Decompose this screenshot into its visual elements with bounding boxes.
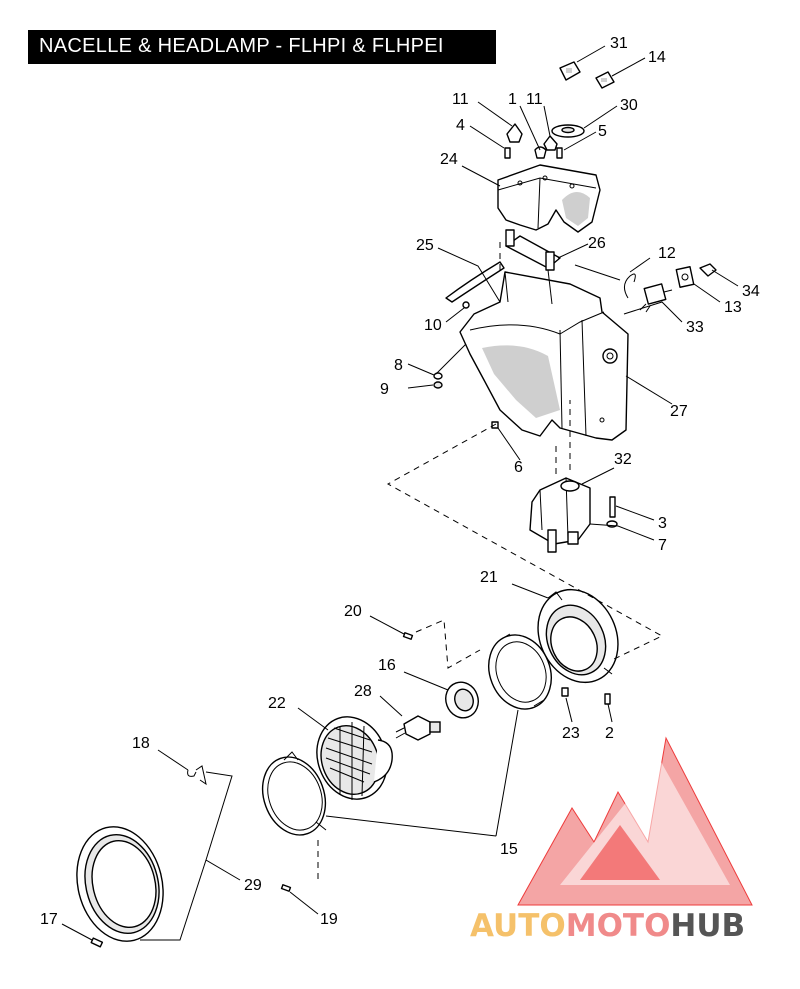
- part-9-nut: [433, 381, 443, 389]
- callout-1: 1: [508, 91, 517, 108]
- part-2-screw: [604, 693, 611, 705]
- part-5-screw: [556, 147, 563, 159]
- callout-22: 22: [268, 695, 286, 712]
- part-19-screw: [280, 884, 292, 892]
- part-11-nut-right: [543, 135, 558, 151]
- part-12-clip: [624, 273, 636, 299]
- part-17-screw: [90, 937, 104, 948]
- callout-3: 3: [658, 515, 667, 532]
- svg-text:AUTOMOTOHUB: AUTOMOTOHUB: [470, 908, 745, 944]
- part-26-bracket: [505, 229, 561, 271]
- callout-16: 16: [378, 657, 396, 674]
- callout-14: 14: [648, 49, 666, 66]
- callout-13: 13: [724, 299, 742, 316]
- part-27-nacelle-body: [459, 269, 629, 441]
- watermark-hub: HUB: [670, 908, 745, 944]
- part-15-trim-ring: [261, 751, 327, 836]
- part-15-retaining-ring: [488, 633, 552, 710]
- callout-24: 24: [440, 151, 458, 168]
- callout-23: 23: [562, 725, 580, 742]
- part-22-headlamp: [316, 716, 393, 800]
- callout-6: 6: [514, 459, 523, 476]
- part-4-screw: [504, 147, 511, 159]
- callout-27: 27: [670, 403, 688, 420]
- callout-29: 29: [244, 877, 262, 894]
- callout-7: 7: [658, 537, 667, 554]
- callout-25: 25: [416, 237, 434, 254]
- part-23-screw: [561, 687, 569, 697]
- part-1-knob: [534, 146, 547, 159]
- part-31-clip: [559, 61, 581, 81]
- part-24-upper-housing: [497, 164, 601, 233]
- callout-18: 18: [132, 735, 150, 752]
- leader-lines: [61, 45, 739, 941]
- part-30-grommet: [551, 124, 585, 138]
- callout-9: 9: [380, 381, 389, 398]
- callout-12: 12: [658, 245, 676, 262]
- callout-21: 21: [480, 569, 498, 586]
- callout-10: 10: [424, 317, 442, 334]
- callout-numbers: 31 14 30 11 1 11 4 5 24 12 25 26 34 13 1…: [40, 35, 760, 928]
- callout-15: 15: [500, 841, 518, 858]
- part-8-washer: [433, 372, 443, 380]
- callout-28: 28: [354, 683, 372, 700]
- part-21-mounting-ring: [537, 588, 619, 684]
- callout-5: 5: [598, 123, 607, 140]
- part-10-nut: [462, 301, 470, 309]
- part-25-trim-strip: [445, 261, 505, 303]
- part-13-plate: [675, 266, 695, 288]
- callout-4: 4: [456, 117, 465, 134]
- part-20-screw: [402, 632, 414, 640]
- callout-11-right: 11: [526, 91, 543, 108]
- part-34-nut: [699, 263, 717, 277]
- callout-11-left: 11: [452, 91, 469, 108]
- part-32-mount-bracket: [529, 477, 591, 553]
- diagram-title: NACELLE & HEADLAMP - FLHPI & FLHPEI: [39, 35, 444, 57]
- watermark-logo: [517, 736, 753, 906]
- callout-34: 34: [742, 283, 760, 300]
- watermark-text: AUTOMOTOHUB: [470, 908, 745, 944]
- title-bar: NACELLE & HEADLAMP - FLHPI & FLHPEI: [28, 30, 496, 64]
- callout-19: 19: [320, 911, 338, 928]
- part-16-bulb-retainer: [445, 681, 479, 719]
- watermark-moto: MOTO: [566, 908, 671, 944]
- part-14-clip: [595, 71, 615, 89]
- part-18-clip: [187, 765, 207, 786]
- callout-26: 26: [588, 235, 606, 252]
- part-28-bulb: [395, 715, 441, 741]
- part-11-nut-left: [506, 123, 523, 143]
- callout-30: 30: [620, 97, 638, 114]
- watermark-auto: AUTO: [470, 908, 566, 944]
- callout-32: 32: [614, 451, 632, 468]
- callout-2: 2: [605, 725, 614, 742]
- assembly-lines: [317, 240, 664, 880]
- callout-31: 31: [610, 35, 628, 52]
- callout-20: 20: [344, 603, 362, 620]
- part-3-bolt: [609, 496, 616, 518]
- part-29-trim-bezel: [76, 826, 164, 942]
- callout-33: 33: [686, 319, 704, 336]
- callout-17: 17: [40, 911, 58, 928]
- part-33-switch: [639, 283, 673, 313]
- callout-8: 8: [394, 357, 403, 374]
